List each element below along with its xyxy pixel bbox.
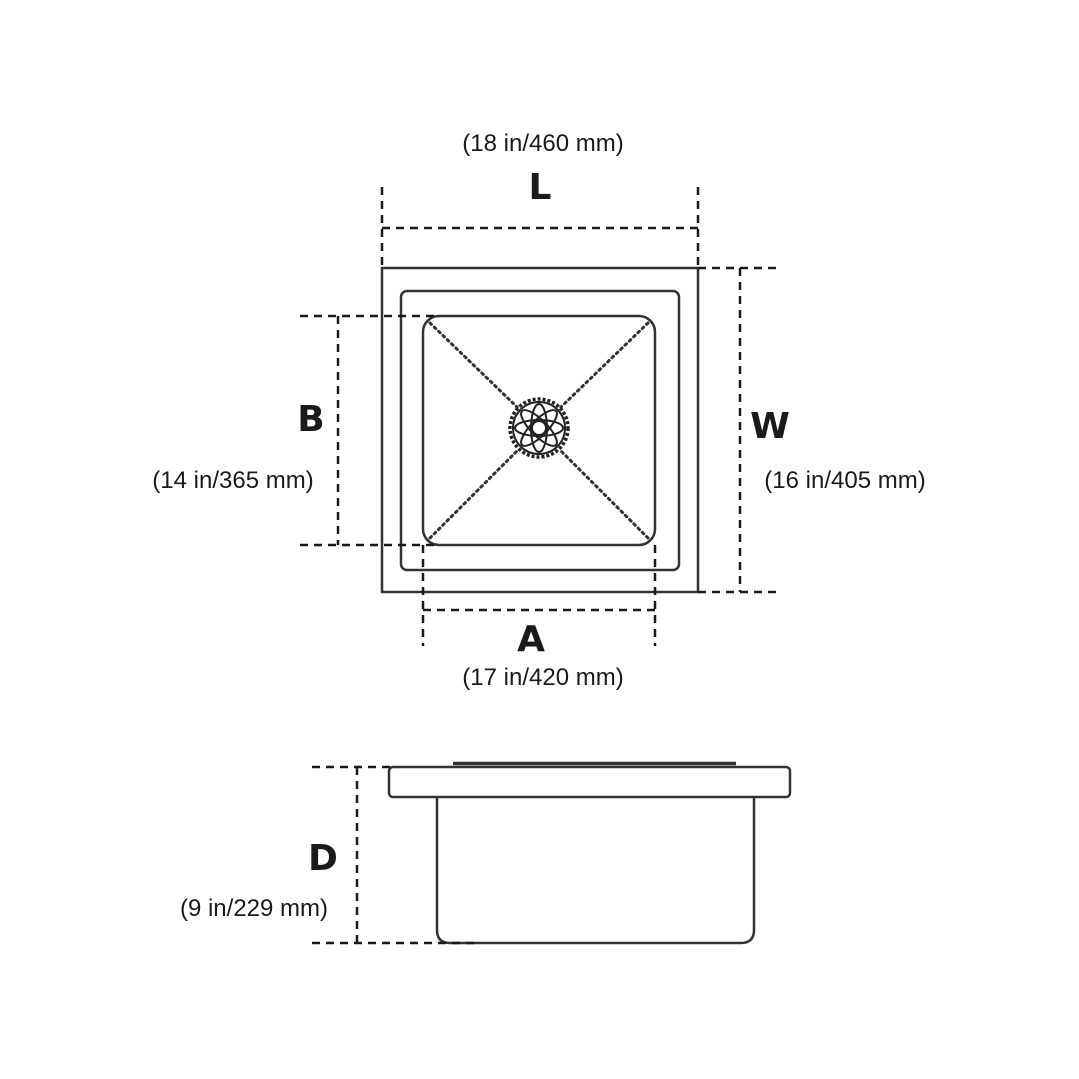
depth-letter: D [308, 838, 338, 879]
width-value: (16 in/405 mm) [764, 467, 925, 494]
top-view: (18 in/460 mm) L W (16 in/405 mm) B (14 … [152, 130, 925, 691]
slope-line [428, 448, 520, 540]
slope-line [428, 321, 520, 410]
sink-bowl-side [435, 797, 756, 945]
bowl-length-letter: A [517, 619, 545, 660]
sink-outer-rim [380, 266, 700, 594]
sink-bowl [421, 314, 657, 547]
drain-icon [508, 397, 570, 459]
depth-value: (9 in/229 mm) [180, 895, 328, 922]
side-view: D (9 in/229 mm) [180, 761, 792, 945]
slope-line [558, 321, 650, 410]
bowl-width-letter: B [297, 399, 324, 440]
length-value: (18 in/460 mm) [462, 130, 623, 157]
bowl-width-value: (14 in/365 mm) [152, 467, 313, 494]
bowl-length-value: (17 in/420 mm) [462, 664, 623, 691]
sink-flange [387, 765, 792, 799]
width-letter: W [750, 406, 790, 447]
sink-inner-rim [399, 289, 681, 572]
slope-line [558, 448, 650, 540]
length-letter: L [529, 167, 552, 208]
